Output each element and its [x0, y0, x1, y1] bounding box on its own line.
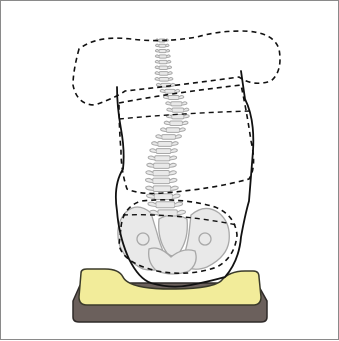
- vertebra-process-right: [168, 66, 172, 69]
- left-hip-socket: [137, 233, 149, 245]
- ribcage-outline: [119, 85, 254, 194]
- vertebra: [171, 102, 182, 106]
- vertebra-process-right: [166, 49, 169, 52]
- vertebra-process-right: [175, 89, 180, 92]
- vertebra-process-right: [167, 60, 171, 63]
- vertebra: [153, 171, 169, 176]
- vertebra-process-left: [160, 89, 165, 92]
- vertebra: [159, 66, 168, 69]
- vertebra-process-left: [150, 149, 156, 153]
- vertebra-process-right: [180, 128, 186, 132]
- vertebra: [156, 202, 175, 208]
- vertebra: [168, 95, 179, 99]
- vertebra-process-left: [164, 121, 169, 124]
- vertebra: [170, 121, 183, 125]
- vertebra: [158, 142, 172, 147]
- vertebra-process-right: [170, 178, 177, 182]
- vertebra: [153, 186, 171, 192]
- vertebra: [159, 77, 168, 81]
- vertebra-process-right: [171, 83, 175, 86]
- vertebra-process-left: [156, 83, 160, 86]
- vertebra-process-right: [170, 156, 177, 160]
- vertebra: [159, 55, 167, 58]
- vertebra: [156, 149, 171, 154]
- vertebra-process-right: [169, 163, 176, 167]
- vertebra-process-left: [155, 77, 159, 80]
- vertebra-process-right: [167, 55, 171, 58]
- vertebra: [153, 178, 170, 184]
- vertebra-process-left: [155, 55, 159, 58]
- vertebra-process-left: [166, 102, 171, 105]
- vertebra-process-left: [147, 163, 154, 167]
- vertebra: [159, 72, 168, 76]
- vertebra-process-left: [155, 60, 159, 63]
- vertebra-process-right: [179, 96, 184, 99]
- vertebra-process-right: [172, 142, 178, 146]
- vertebra-process-left: [152, 142, 158, 146]
- vertebra-process-left: [146, 171, 153, 175]
- vertebra: [154, 194, 172, 200]
- vertebra-process-left: [146, 178, 153, 182]
- pelvis: [118, 207, 229, 274]
- vertebra: [155, 156, 170, 161]
- vertebra-process-left: [155, 49, 158, 52]
- vertebra-process-left: [155, 66, 159, 69]
- vertebra-process-right: [171, 186, 178, 190]
- vertebra-process-left: [156, 135, 162, 139]
- vertebra: [154, 163, 170, 168]
- vertebra-process-left: [148, 202, 156, 206]
- vertebra-process-left: [148, 156, 155, 160]
- vertebra: [159, 49, 166, 52]
- vertebra-process-left: [161, 128, 167, 132]
- vertebra-process-right: [171, 149, 177, 153]
- spine: [146, 39, 190, 216]
- vertebra: [162, 135, 176, 140]
- vertebra-process-right: [182, 121, 187, 124]
- vertebra-process-right: [169, 77, 173, 80]
- vertebra-process-right: [166, 44, 169, 47]
- vertebra-process-left: [156, 44, 159, 47]
- vertebra-process-left: [167, 108, 172, 111]
- vertebra: [159, 44, 166, 47]
- vertebra-process-right: [169, 171, 176, 175]
- vertebra-process-left: [155, 72, 159, 75]
- vertebra-process-right: [168, 72, 172, 75]
- vertebra-process-right: [182, 102, 187, 105]
- vertebra-process-right: [184, 115, 189, 118]
- vertebra-process-right: [184, 108, 189, 111]
- vertebra: [172, 108, 184, 112]
- vertebra-process-right: [175, 202, 183, 206]
- right-hip-socket: [199, 233, 211, 245]
- vertebra-process-right: [172, 194, 180, 198]
- vertebra-process-right: [176, 135, 182, 139]
- vertebra: [165, 89, 175, 93]
- vertebra-process-left: [146, 186, 153, 190]
- vertebra: [159, 60, 167, 63]
- vertebra-process-left: [147, 194, 155, 198]
- vertebra: [166, 128, 179, 133]
- vertebra-process-right: [177, 210, 185, 215]
